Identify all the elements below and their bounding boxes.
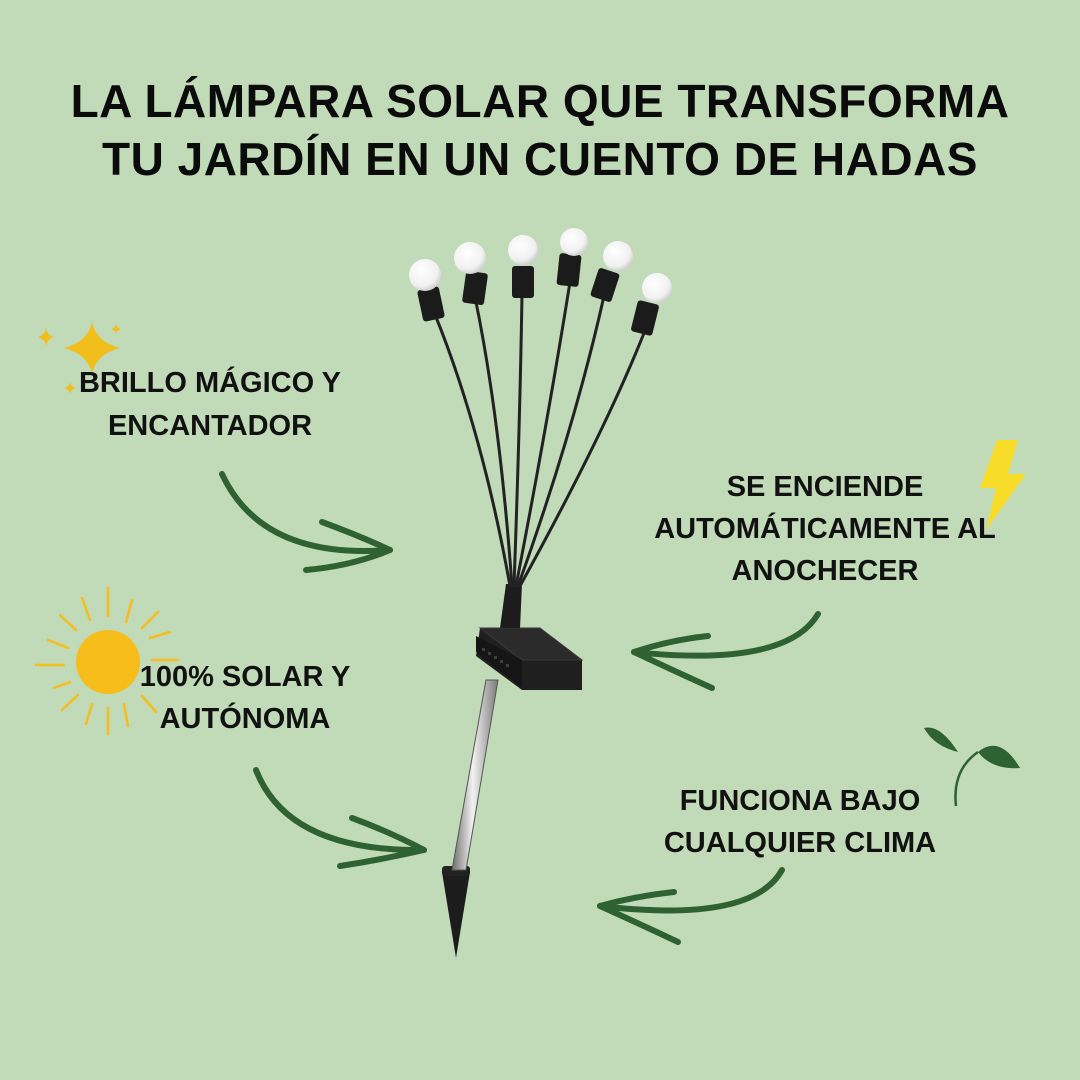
solar-lamp-image [409,228,672,958]
sprout-icon [924,727,1020,807]
title-line-1: LA LÁMPARA SOLAR QUE TRANSFORMA [70,75,1010,127]
feature-solar-line-2: AUTÓNOMA [159,703,331,735]
arrow-clima [597,867,785,945]
feature-clima: FUNCIONA BAJO CUALQUIER CLIMA [630,780,970,864]
feature-brillo-line-1: BRILLO MÁGICO Y [78,367,342,399]
feature-clima-line-2: CUALQUIER CLIMA [663,827,937,859]
feature-brillo-line-2: ENCANTADOR [107,410,313,442]
sun-icon [34,586,180,736]
feature-solar-line-1: 100% SOLAR Y [139,661,351,693]
feature-solar: 100% SOLAR Y AUTÓNOMA [110,656,380,740]
arrow-brillo [219,471,393,573]
title-line-2: TU JARDÍN EN UN CUENTO DE HADAS [102,133,978,185]
lightning-icon [980,440,1026,530]
arrow-enciende [631,611,821,691]
feature-enciende-line-1: SE ENCIENDE [726,471,924,503]
feature-enciende-line-2: AUTOMÁTICAMENTE AL [654,513,996,545]
sparkle-icon [38,322,121,394]
feature-enciende-line-3: ANOCHECER [731,555,919,587]
arrow-solar [253,767,427,869]
page-title: LA LÁMPARA SOLAR QUE TRANSFORMA TU JARDÍ… [0,72,1080,188]
feature-brillo: BRILLO MÁGICO Y ENCANTADOR [50,362,370,448]
feature-enciende: SE ENCIENDE AUTOMÁTICAMENTE AL ANOCHECER [630,466,1020,592]
feature-clima-line-1: FUNCIONA BAJO [679,785,921,817]
